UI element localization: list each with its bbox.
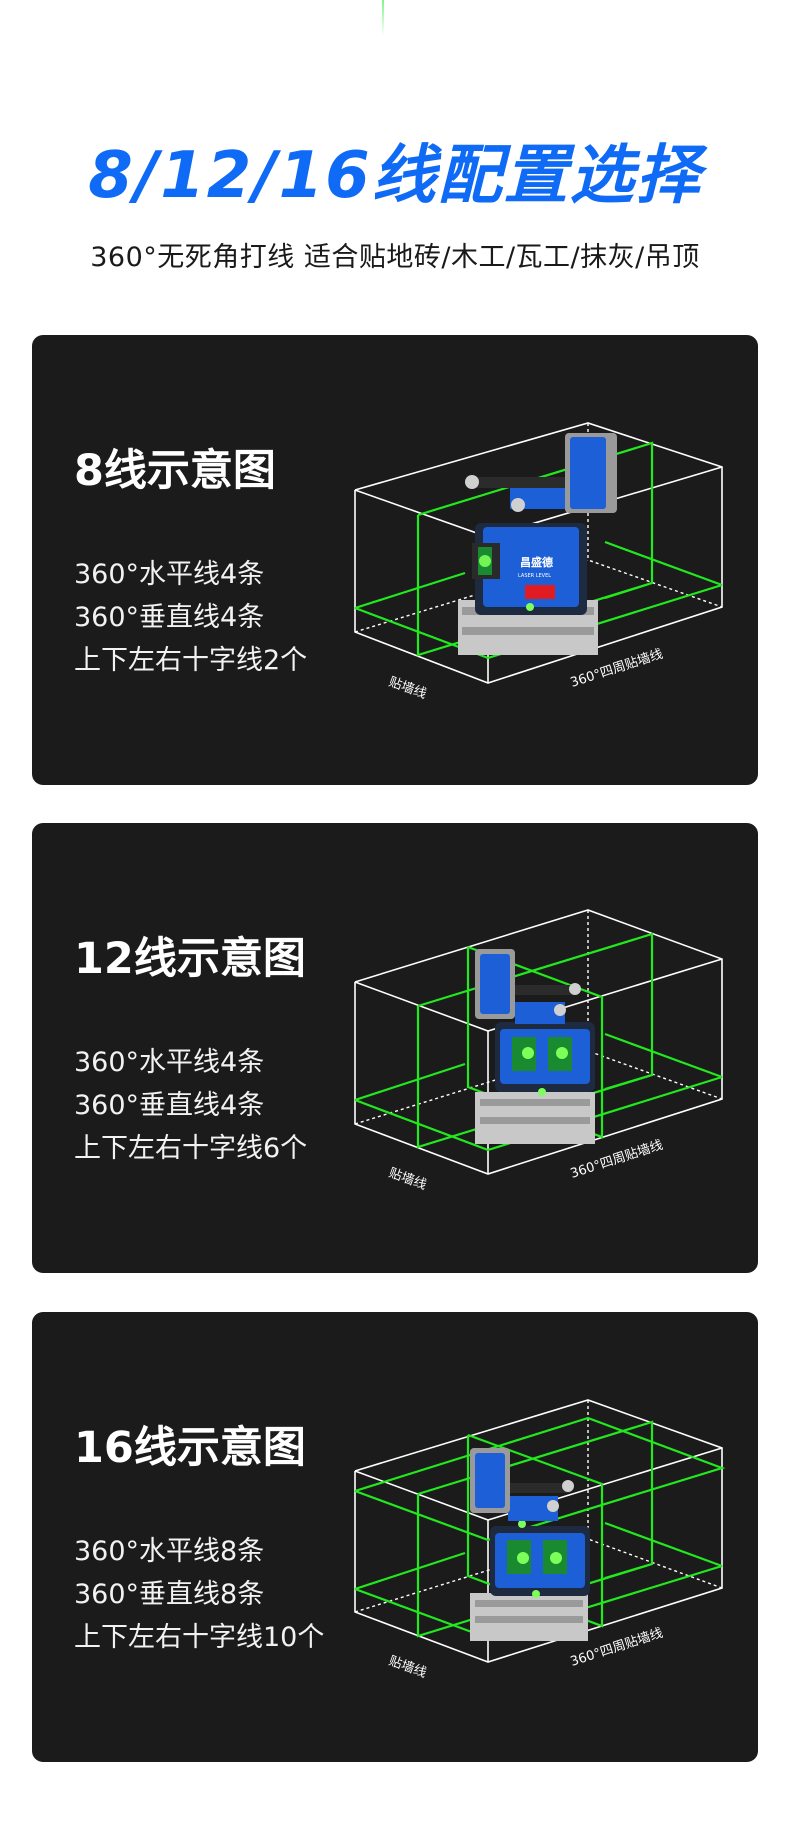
spec-vertical-lines: 360°垂直线4条 [74, 602, 265, 633]
spec-cross-lines: 上下左右十字线2个 [74, 645, 308, 676]
laser-level-device-icon [470, 1448, 590, 1641]
card-title: 12线示意图 [74, 934, 306, 984]
card-title: 16线示意图 [74, 1423, 306, 1473]
spec-cross-lines: 上下左右十字线10个 [74, 1622, 325, 1653]
spec-vertical-lines: 360°垂直线8条 [74, 1579, 265, 1610]
spec-vertical-lines: 360°垂直线4条 [74, 1090, 265, 1121]
spec-horizontal-lines: 360°水平线4条 [74, 559, 265, 590]
laser-glow-line [382, 0, 384, 36]
page-title: 8/12/16线配置选择 [88, 139, 702, 213]
config-card-12-line: 12线示意图 360°水平线4条 360°垂直线4条 上下左右十字线6个 [32, 823, 758, 1273]
laser-level-device-icon [475, 949, 595, 1144]
svg-text:昌盛德: 昌盛德 [520, 555, 553, 569]
svg-text:LASER LEVEL: LASER LEVEL [518, 573, 551, 579]
spec-list: 360°水平线8条 360°垂直线8条 上下左右十字线10个 [74, 1530, 324, 1659]
page-subtitle: 360°无死角打线 适合贴地砖/木工/瓦工/抹灰/吊顶 [90, 242, 700, 273]
wall-line-label: 贴墙线 [387, 675, 429, 702]
spec-horizontal-lines: 360°水平线4条 [74, 1047, 265, 1078]
wall-line-label: 贴墙线 [387, 1166, 429, 1193]
laser-level-device-icon: 昌盛德 LASER LEVEL [458, 433, 617, 655]
spec-cross-lines: 上下左右十字线6个 [74, 1133, 308, 1164]
spec-list: 360°水平线4条 360°垂直线4条 上下左右十字线6个 [74, 1041, 307, 1170]
laser-diagram-12-line: 贴墙线 360°四周贴墙线 [354, 909, 723, 1193]
config-card-16-line: 16线示意图 360°水平线8条 360°垂直线8条 上下左右十字线10个 [32, 1312, 758, 1762]
laser-diagram-16-line: 贴墙线 360°四周贴墙线 [354, 1399, 726, 1681]
card-title: 8线示意图 [74, 446, 276, 496]
laser-diagram-8-line: 昌盛德 LASER LEVEL 贴墙线 360°四周贴墙线 [354, 422, 723, 702]
wall-line-label: 贴墙线 [387, 1654, 429, 1681]
spec-list: 360°水平线4条 360°垂直线4条 上下左右十字线2个 [74, 553, 307, 682]
spec-horizontal-lines: 360°水平线8条 [74, 1536, 265, 1567]
config-card-8-line: 8线示意图 360°水平线4条 360°垂直线4条 上下左右十字线2个 [32, 335, 758, 785]
